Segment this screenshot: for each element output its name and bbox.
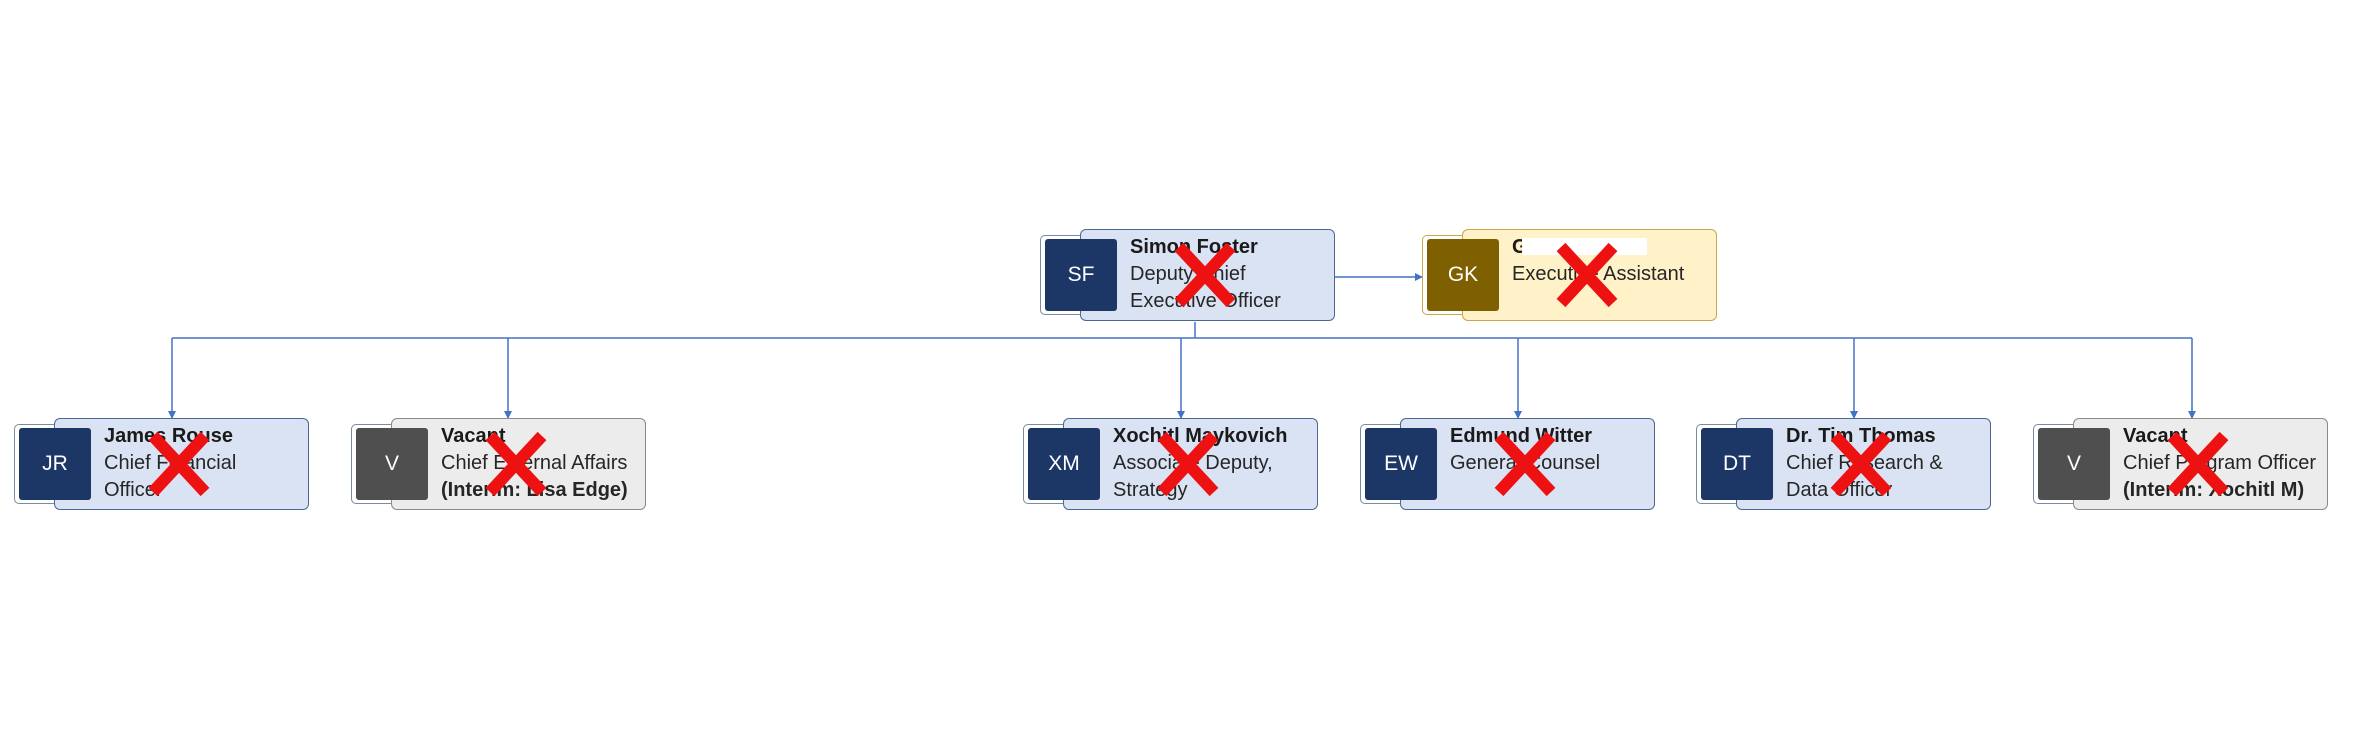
avatar: EW: [1365, 428, 1437, 500]
node-name: Edmund Witter: [1450, 425, 1593, 447]
red-x-icon: [1174, 242, 1236, 308]
org-node-deputy-ceo[interactable]: SF Simon Foster Deputy Chief Executive O…: [1040, 229, 1335, 321]
org-node-report-3[interactable]: XM Xochitl Maykovich Associate Deputy, S…: [1023, 418, 1318, 510]
org-node-report-4[interactable]: EW Edmund Witter General Counsel: [1360, 418, 1655, 510]
org-node-report-6[interactable]: V Vacant Chief Program Officer (Interim:…: [2033, 418, 2328, 510]
node-title-line: Chief External Affairs: [441, 452, 628, 474]
red-x-icon: [485, 431, 547, 497]
org-node-report-1[interactable]: JR James Rouse Chief Financial Officer: [14, 418, 309, 510]
red-x-icon: [148, 431, 210, 497]
node-name: Xochitl Maykovich: [1113, 425, 1288, 447]
avatar: DT: [1701, 428, 1773, 500]
red-x-icon: [1157, 431, 1219, 497]
avatar: XM: [1028, 428, 1100, 500]
node-title-line: (Interim: Xochitl M): [2123, 479, 2305, 501]
org-node-report-5[interactable]: DT Dr. Tim Thomas Chief Research & Data …: [1696, 418, 1991, 510]
node-title-line: Executive Assistant: [1512, 263, 1685, 285]
node-title-line: Executive Officer: [1130, 290, 1281, 312]
node-name: Dr. Tim Thomas: [1786, 425, 1936, 447]
red-x-icon: [1494, 431, 1556, 497]
red-x-icon: [1556, 242, 1618, 308]
node-title-line: Chief Program Officer: [2123, 452, 2317, 474]
node-title-line: Officer: [104, 479, 163, 501]
avatar: V: [2038, 428, 2110, 500]
node-text: Vacant Chief Program Officer (Interim: X…: [2123, 423, 2326, 504]
avatar: JR: [19, 428, 91, 500]
org-node-executive-assistant[interactable]: GK G Executive Assistant: [1422, 229, 1717, 321]
red-x-icon: [1830, 431, 1892, 497]
red-x-icon: [2167, 431, 2229, 497]
node-text: Xochitl Maykovich Associate Deputy, Stra…: [1113, 423, 1316, 504]
avatar: GK: [1427, 239, 1499, 311]
avatar: V: [356, 428, 428, 500]
org-node-report-2[interactable]: V Vacant Chief External Affairs (Interim…: [351, 418, 646, 510]
avatar: SF: [1045, 239, 1117, 311]
